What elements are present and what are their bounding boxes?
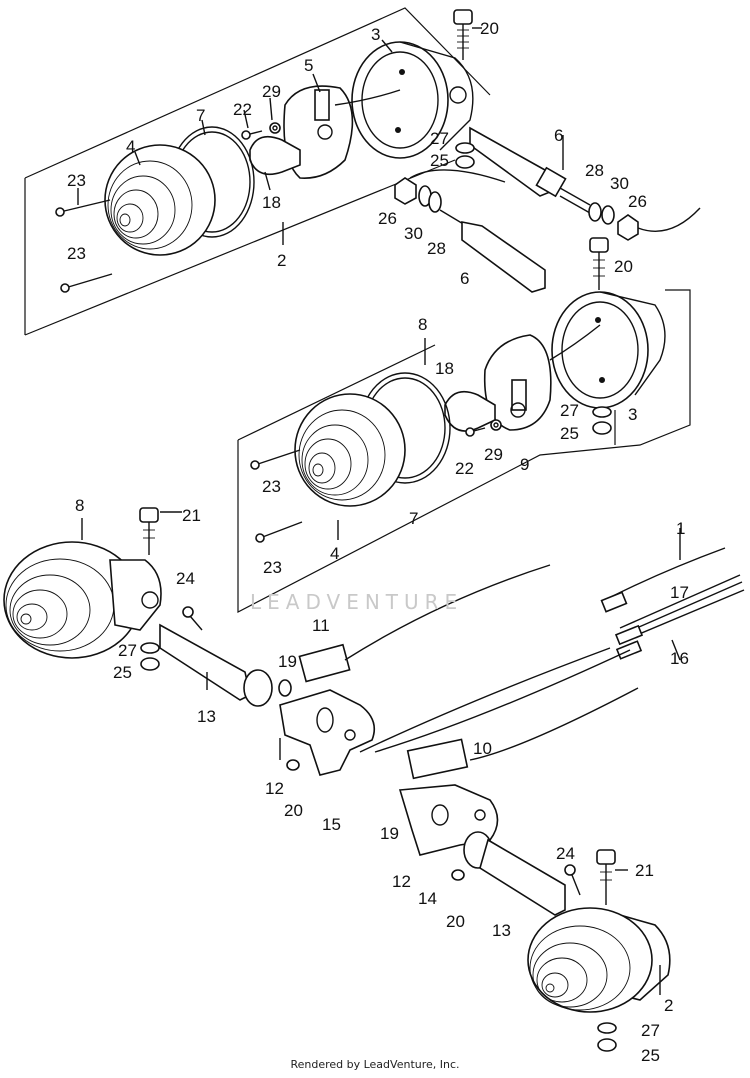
bolt-20-left-lower: [286, 759, 300, 771]
screws-top: [55, 199, 113, 293]
bolt-top: [453, 9, 473, 60]
part-label: 24: [556, 844, 575, 863]
bracket-15-left: [279, 689, 376, 776]
part-label: 23: [263, 558, 282, 577]
housing-top: [351, 41, 474, 159]
housing-middle: [551, 291, 666, 409]
part-label: 25: [560, 424, 579, 443]
part-label: 21: [635, 861, 654, 880]
part-label: 18: [435, 359, 454, 378]
footer-credit: Rendered by LeadVenture, Inc.: [290, 1058, 460, 1071]
middle-group-outline: [237, 289, 691, 613]
lens-top: [104, 144, 216, 256]
screw-24-right: [564, 864, 581, 896]
part-label: 22: [233, 100, 252, 119]
screws-middle: [250, 449, 303, 543]
washer-nut-middle: [592, 406, 612, 435]
part-label: 5: [304, 56, 314, 75]
part-label: 26: [628, 192, 647, 211]
part-label: 17: [670, 583, 689, 602]
part-label: 27: [641, 1021, 660, 1040]
washer-nut-left: [140, 642, 160, 671]
part-label: 12: [392, 872, 411, 891]
part-label: 6: [460, 269, 470, 288]
part-label: 27: [118, 641, 137, 660]
part-label: 27: [560, 401, 579, 420]
part-label: 9: [520, 455, 530, 474]
part-label: 4: [126, 137, 136, 156]
part-label: 25: [430, 151, 449, 170]
part-label: 30: [404, 224, 423, 243]
part-label: 29: [484, 445, 503, 464]
leader-lines: [77, 27, 681, 995]
part-label: 2: [277, 251, 287, 270]
part-label: 13: [197, 707, 216, 726]
part-label: 8: [418, 315, 428, 334]
part-label: 23: [67, 171, 86, 190]
stem-second: [439, 209, 546, 293]
connector-11: [298, 564, 551, 683]
watermark: LEADVENTURE: [250, 590, 464, 614]
part-label: 14: [418, 889, 437, 908]
bolt-20-right-lower: [451, 869, 465, 881]
part-label: 27: [430, 129, 449, 148]
part-label: 2: [664, 996, 674, 1015]
lamp-lower-right: [527, 907, 671, 1013]
part-label: 30: [610, 174, 629, 193]
part-label: 13: [492, 921, 511, 940]
part-label: 11: [312, 616, 330, 635]
part-label: 19: [278, 652, 297, 671]
part-label: 1: [676, 519, 686, 538]
bolt-21-left: [139, 507, 159, 555]
part-label: 15: [322, 815, 341, 834]
left-fasteners-upper: [394, 169, 506, 213]
washer-nut-right: [597, 1022, 617, 1052]
bolt-second: [589, 237, 609, 290]
right-fasteners-upper: [588, 202, 701, 241]
part-label: 3: [628, 405, 638, 424]
part-label: 12: [265, 779, 284, 798]
part-label: 20: [446, 912, 465, 931]
part-label: 10: [473, 739, 492, 758]
bolt-21-right: [596, 849, 616, 905]
small-screw-middle: [465, 419, 502, 437]
stem-13-left: [159, 623, 292, 707]
stem-upper: [469, 126, 591, 214]
part-label: 24: [176, 569, 195, 588]
part-label: 20: [480, 19, 499, 38]
connector-10: [406, 738, 469, 780]
part-label: 26: [378, 209, 397, 228]
part-label: 23: [67, 244, 86, 263]
wiring-harness: [359, 547, 745, 761]
part-label: 16: [670, 649, 689, 668]
screw-24-left: [182, 606, 203, 631]
part-label: 23: [262, 477, 281, 496]
part-label: 3: [371, 25, 381, 44]
part-label: 20: [614, 257, 633, 276]
part-label: 4: [330, 544, 340, 563]
washer-nut-top: [455, 142, 475, 169]
socket-plate-middle: [483, 324, 601, 431]
part-label: 7: [196, 106, 206, 125]
part-label: 6: [554, 126, 564, 145]
part-label: 28: [585, 161, 604, 180]
stem-13-right: [463, 831, 566, 916]
lens-middle: [294, 393, 406, 507]
part-label: 19: [380, 824, 399, 843]
part-label: 8: [75, 496, 85, 515]
part-label: 25: [641, 1046, 660, 1065]
part-label: 28: [427, 239, 446, 258]
part-label: 25: [113, 663, 132, 682]
part-label: 29: [262, 82, 281, 101]
lamp-lower-left: [3, 541, 162, 659]
small-screw-top: [241, 122, 281, 140]
part-label: 22: [455, 459, 474, 478]
part-label: 20: [284, 801, 303, 820]
part-label: 21: [182, 506, 201, 525]
part-label: 7: [409, 509, 419, 528]
bulb-top: [249, 135, 301, 176]
part-label: 18: [262, 193, 281, 212]
